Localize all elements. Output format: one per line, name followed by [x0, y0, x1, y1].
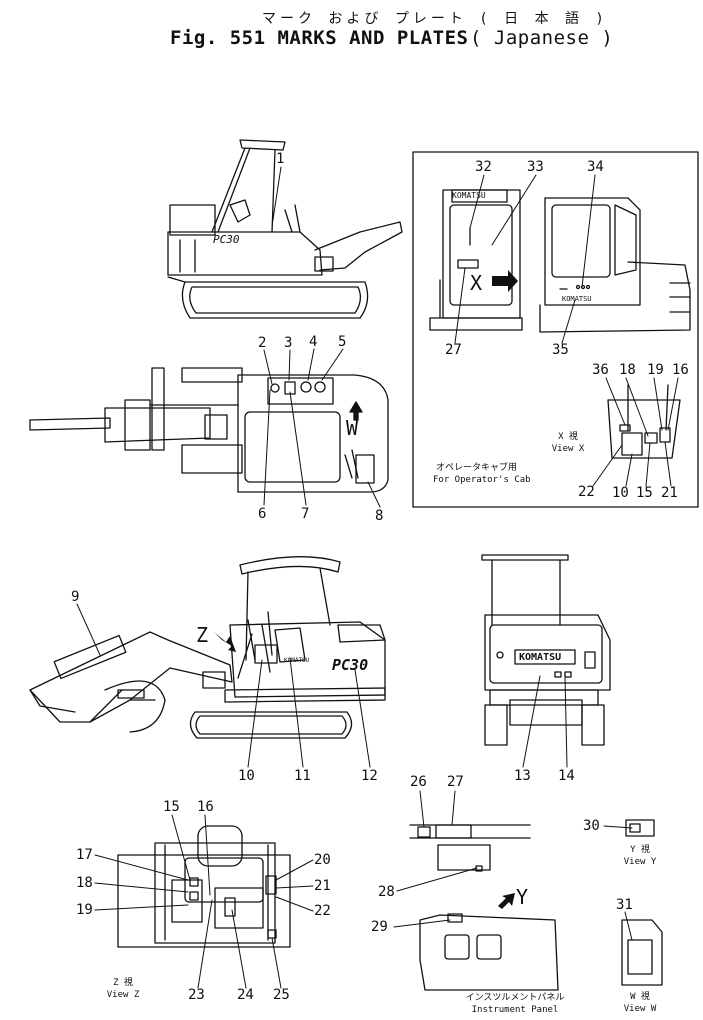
callout-number: 27 — [447, 774, 464, 790]
panel-caption: Instrument Panel — [471, 1005, 559, 1015]
callout-number: 7 — [301, 506, 310, 522]
figure-title: Fig. 551 MARKS AND PLATES — [170, 27, 469, 49]
figure-title-paren: ( Japanese ) — [470, 27, 614, 49]
callout-number: 15 — [163, 799, 180, 815]
view-x-caption-jp: X 視 — [558, 432, 578, 442]
view-y-caption-jp: Y 視 — [630, 845, 650, 855]
callout-number: 11 — [294, 768, 311, 784]
view-w-caption-jp: W 視 — [630, 992, 650, 1002]
brand-decal-rear: KOMATSU — [519, 652, 562, 663]
callout-number: 12 — [361, 768, 378, 784]
view-z-interior — [118, 826, 290, 947]
callout-number: 2 — [258, 335, 267, 351]
callout-number: 3 — [284, 335, 293, 351]
japanese-title: マーク および プレート ( 日 本 語 ) — [262, 11, 608, 27]
callout-number: 27 — [445, 342, 462, 358]
callout-number: 20 — [314, 852, 331, 868]
callout-number: 22 — [314, 903, 331, 919]
callout-number: 21 — [661, 485, 678, 501]
panel-caption-jp: インスツルメントパネル — [465, 993, 565, 1003]
callout-number: 4 — [309, 334, 318, 350]
callout-number: 9 — [71, 589, 80, 605]
callout-number: 24 — [237, 987, 254, 1003]
model-decal-side: PC30 — [213, 233, 240, 246]
callout-number: 15 — [636, 485, 653, 501]
view-w-caption: View W — [623, 1004, 657, 1014]
callout-number: 31 — [616, 897, 633, 913]
callout-number: 22 — [578, 484, 595, 500]
callout-number: 13 — [514, 768, 531, 784]
callout-number: 1 — [276, 151, 285, 167]
arrow-label-x: X — [470, 271, 483, 295]
callout-number: 10 — [238, 768, 255, 784]
callout-number: 35 — [552, 342, 569, 358]
callout-number: 25 — [273, 987, 290, 1003]
cab-caption-jp: オペレータキャブ用 — [436, 463, 518, 473]
view-y-caption: View Y — [623, 857, 657, 867]
model-decal-perspective: PC30 — [332, 656, 369, 674]
callout-number: 36 — [592, 362, 609, 378]
callout-number: 18 — [619, 362, 636, 378]
brand-decal-cab: KOMATSU — [452, 191, 486, 200]
callout-number: 16 — [197, 799, 214, 815]
callout-number: 34 — [587, 159, 604, 175]
callout-number: 5 — [338, 334, 347, 350]
callout-number: 10 — [612, 485, 629, 501]
excavator-top-view — [30, 368, 388, 492]
arrow-label-z: Z — [196, 623, 209, 647]
cab-caption: For Operator's Cab — [433, 475, 531, 485]
callout-number: 14 — [558, 768, 575, 784]
view-x-caption: View X — [551, 444, 585, 454]
callout-number: 32 — [475, 159, 492, 175]
callout-number: 21 — [314, 878, 331, 894]
view-z-caption-jp: Z 視 — [113, 978, 133, 988]
callout-number: 28 — [378, 884, 395, 900]
excavator-perspective-view — [30, 557, 385, 738]
callout-number: 8 — [375, 508, 384, 524]
callout-number: 19 — [647, 362, 664, 378]
brand-decal-cab-rear: KOMATSU — [562, 295, 592, 303]
arrow-label-w: W — [346, 416, 359, 440]
callout-number: 30 — [583, 818, 600, 834]
view-z-caption: View Z — [106, 990, 140, 1000]
callout-number: 16 — [672, 362, 689, 378]
callout-number: 26 — [410, 774, 427, 790]
callout-number: 23 — [188, 987, 205, 1003]
cab-inset — [413, 152, 698, 507]
callout-number: 6 — [258, 506, 267, 522]
arrow-label-y: Y — [516, 885, 529, 909]
callout-number: 29 — [371, 919, 388, 935]
excavator-side-view — [168, 140, 402, 318]
callout-number: 33 — [527, 159, 544, 175]
leader-lines — [77, 167, 678, 988]
instrument-panel-and-details — [410, 820, 662, 990]
brand-decal-perspective: KOMATSU — [284, 657, 310, 664]
excavator-rear-view — [482, 555, 610, 745]
callout-number: 19 — [76, 902, 93, 918]
callout-number: 18 — [76, 875, 93, 891]
callout-number: 17 — [76, 847, 93, 863]
